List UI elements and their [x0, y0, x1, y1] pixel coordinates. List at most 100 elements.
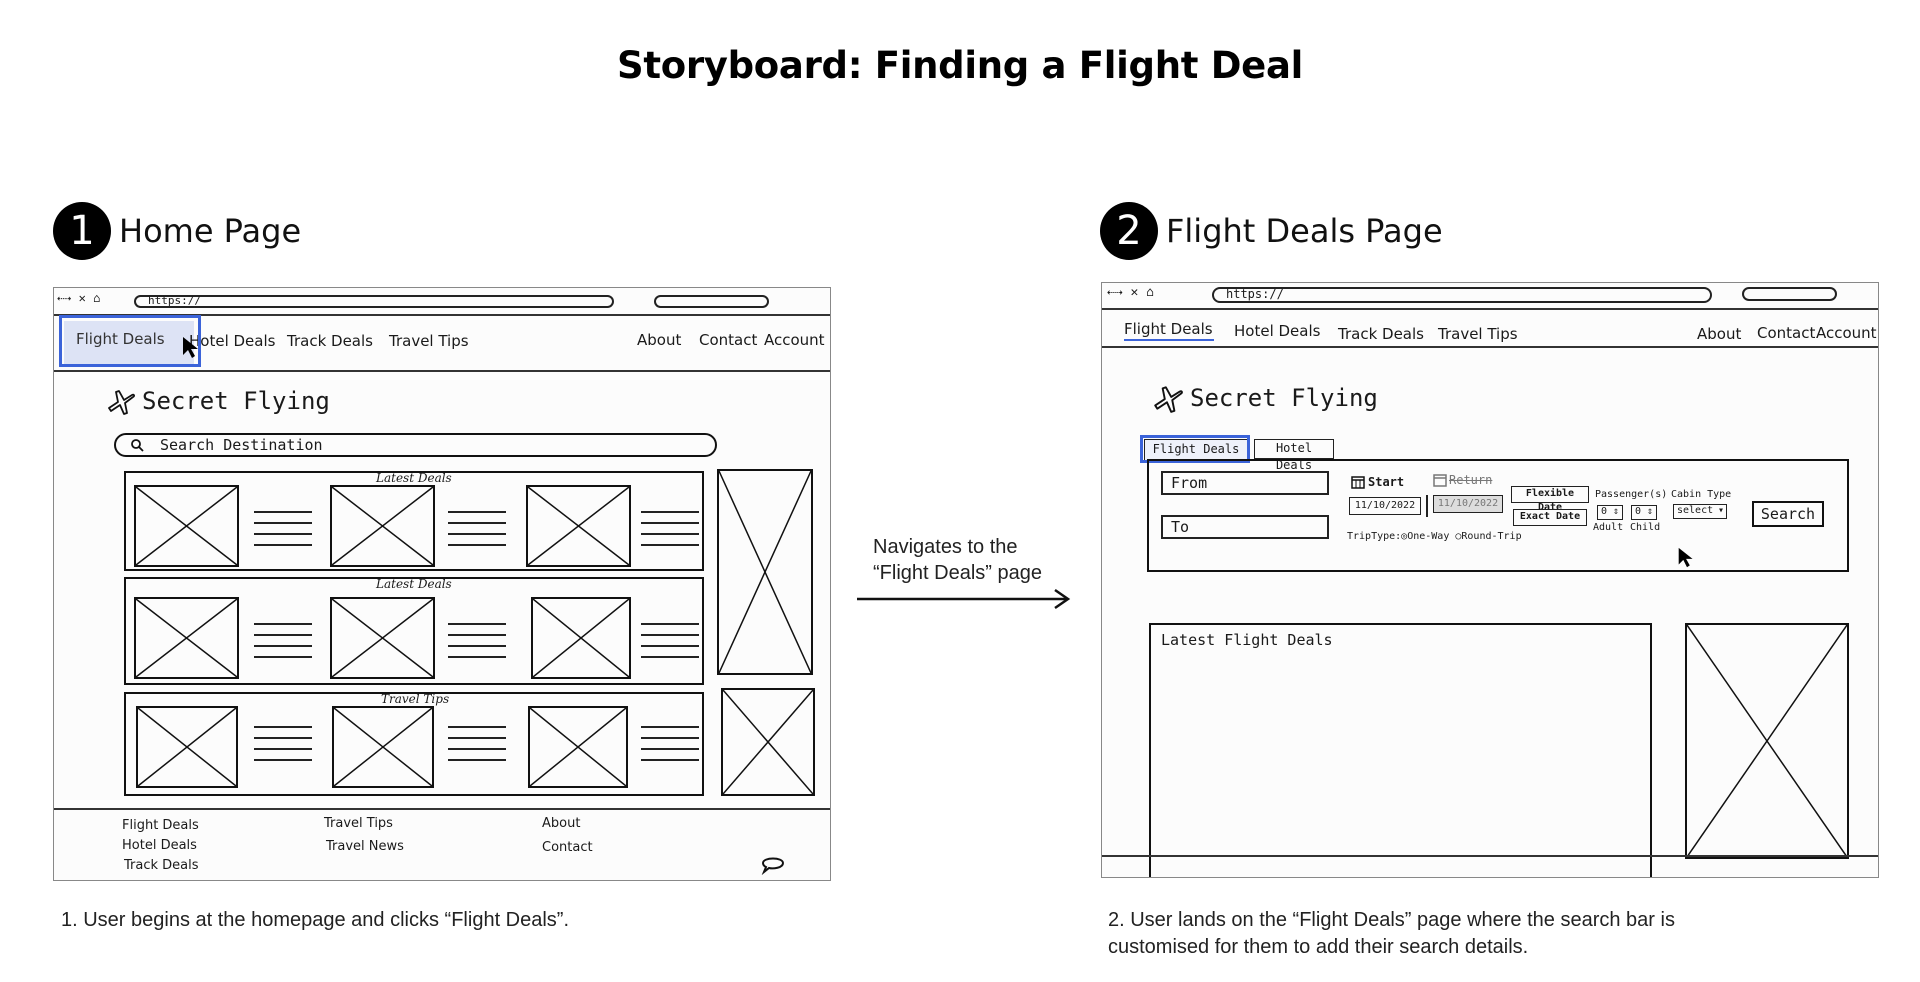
- start-label: Start: [1368, 475, 1405, 489]
- step-2-badge: 2: [1100, 202, 1158, 260]
- cabin-select-value: select: [1677, 505, 1714, 516]
- date-separator: [1426, 495, 1428, 517]
- cursor-icon: [1678, 547, 1693, 568]
- browser-search-bar: [654, 295, 769, 308]
- browser-nav-icons: ⇠⇢ ✕ ⌂: [1107, 285, 1154, 300]
- chevron-down-icon: ▾: [1717, 505, 1724, 516]
- text-lines: [641, 511, 699, 555]
- start-date-input[interactable]: 11/10/2022: [1349, 497, 1421, 515]
- image-placeholder: [332, 706, 434, 788]
- search-placeholder: Search Destination: [160, 436, 323, 454]
- browser-search-bar: [1742, 287, 1837, 301]
- cabin-type-select[interactable]: select ▾: [1673, 504, 1727, 519]
- nav-divider: [1102, 346, 1878, 348]
- footer-contact[interactable]: Contact: [542, 840, 593, 855]
- step-2-caption-line2: customised for them to add their search …: [1108, 936, 1529, 958]
- image-placeholder: [528, 706, 628, 788]
- url-bar: https://: [134, 294, 614, 308]
- brand-name: Secret Flying: [1190, 384, 1378, 412]
- footer-flight-deals[interactable]: Flight Deals: [122, 818, 199, 833]
- footer-about[interactable]: About: [542, 816, 581, 831]
- text-lines: [254, 511, 312, 555]
- home-page-sketch: ⇠⇢ ✕ ⌂ https:// Flight Deals Hotel Deals…: [53, 287, 831, 881]
- chrome-divider: [54, 314, 830, 316]
- latest-flight-deals-panel: Latest Flight Deals: [1149, 623, 1652, 877]
- nav-travel-tips[interactable]: Travel Tips: [1438, 325, 1518, 343]
- image-placeholder: [330, 485, 435, 567]
- return-date-input: 11/10/2022: [1433, 495, 1503, 513]
- nav-track-deals[interactable]: Track Deals: [287, 332, 373, 350]
- child-label: Child: [1630, 522, 1661, 533]
- trip-type-options[interactable]: TripType:◎One-Way ○Round-Trip: [1347, 531, 1522, 542]
- child-value: 0: [1634, 506, 1641, 517]
- nav-contact[interactable]: Contact: [1757, 324, 1816, 342]
- step-1-header: 1 Home Page: [53, 202, 301, 260]
- flight-deals-page-sketch: ⇠⇢ ✕ ⌂ https:// Flight Deals Hotel Deals…: [1101, 282, 1879, 878]
- search-destination-input[interactable]: Search Destination: [114, 433, 717, 457]
- latest-flight-deals-heading: Latest Flight Deals: [1161, 631, 1333, 649]
- text-lines: [448, 623, 506, 667]
- step-1-title: Home Page: [119, 212, 302, 250]
- row-1-label: Latest Deals: [376, 471, 452, 485]
- calendar-icon: [1433, 474, 1447, 487]
- brand-name: Secret Flying: [142, 387, 330, 415]
- transition-text-line2: “Flight Deals” page: [873, 562, 1042, 584]
- adult-label: Adult: [1593, 522, 1624, 533]
- step-2-title: Flight Deals Page: [1166, 212, 1443, 250]
- chrome-divider: [1102, 308, 1878, 310]
- child-stepper[interactable]: 0 ⇕: [1631, 505, 1657, 520]
- deal-row-1: Latest Deals: [124, 471, 704, 571]
- nav-active-underline: [1124, 339, 1214, 341]
- url-bar: https://: [1212, 287, 1712, 303]
- nav-hotel-deals[interactable]: Hotel Deals: [189, 332, 276, 350]
- step-1-caption: 1. User begins at the homepage and click…: [61, 909, 570, 931]
- search-button[interactable]: Search: [1752, 501, 1824, 527]
- side-ad-placeholder: [1685, 623, 1849, 859]
- transition-arrow-icon: [857, 588, 1071, 610]
- calendar-icon: [1351, 476, 1365, 489]
- adult-stepper[interactable]: 0 ⇕: [1597, 505, 1623, 520]
- cursor-icon: [183, 337, 198, 358]
- tab-hotel-deals[interactable]: Hotel Deals: [1254, 439, 1334, 472]
- flight-deals-highlight: [59, 315, 201, 367]
- footer-divider: [54, 808, 830, 810]
- nav-flight-deals[interactable]: Flight Deals: [76, 330, 165, 348]
- flight-search-panel: From To Start 11/10/2022 Return 11/10/20…: [1147, 459, 1849, 572]
- image-placeholder: [134, 597, 239, 679]
- nav-travel-tips[interactable]: Travel Tips: [389, 332, 469, 350]
- step-1-badge: 1: [53, 202, 111, 260]
- side-ad-placeholder: [717, 469, 813, 675]
- nav-account[interactable]: Account: [764, 331, 825, 349]
- step-2-caption-line1: 2. User lands on the “Flight Deals” page…: [1108, 909, 1675, 931]
- image-placeholder: [531, 597, 631, 679]
- image-placeholder: [330, 597, 435, 679]
- footer-travel-tips[interactable]: Travel Tips: [324, 816, 393, 831]
- exact-date-button[interactable]: Exact Date: [1513, 509, 1587, 526]
- footer-track-deals[interactable]: Track Deals: [124, 858, 199, 873]
- footer-hotel-deals[interactable]: Hotel Deals: [122, 838, 197, 853]
- flexible-date-button[interactable]: Flexible Date: [1511, 486, 1589, 513]
- nav-contact[interactable]: Contact: [699, 331, 758, 349]
- brand: Secret Flying: [106, 386, 330, 416]
- from-input[interactable]: From: [1161, 471, 1329, 495]
- browser-nav-icons: ⇠⇢ ✕ ⌂: [57, 291, 101, 305]
- return-label: Return: [1449, 473, 1493, 487]
- chat-bubble-icon[interactable]: [759, 853, 787, 875]
- text-lines: [254, 726, 312, 770]
- nav-about[interactable]: About: [637, 331, 682, 349]
- nav-track-deals[interactable]: Track Deals: [1338, 325, 1424, 343]
- side-ad-placeholder: [721, 688, 815, 796]
- transition-text-line1: Navigates to the: [873, 536, 1018, 558]
- passengers-label: Passenger(s): [1595, 489, 1668, 500]
- row-3-label: Travel Tips: [381, 692, 450, 706]
- nav-flight-deals[interactable]: Flight Deals: [1124, 320, 1213, 338]
- footer-divider: [1102, 855, 1878, 857]
- flight-deals-highlight-fill: [64, 321, 194, 365]
- airplane-icon: [108, 390, 135, 415]
- adult-value: 0: [1600, 506, 1607, 517]
- to-input[interactable]: To: [1161, 515, 1329, 539]
- nav-hotel-deals[interactable]: Hotel Deals: [1234, 322, 1321, 340]
- nav-about[interactable]: About: [1697, 325, 1742, 343]
- nav-account[interactable]: Account: [1816, 324, 1877, 342]
- footer-travel-news[interactable]: Travel News: [326, 839, 404, 854]
